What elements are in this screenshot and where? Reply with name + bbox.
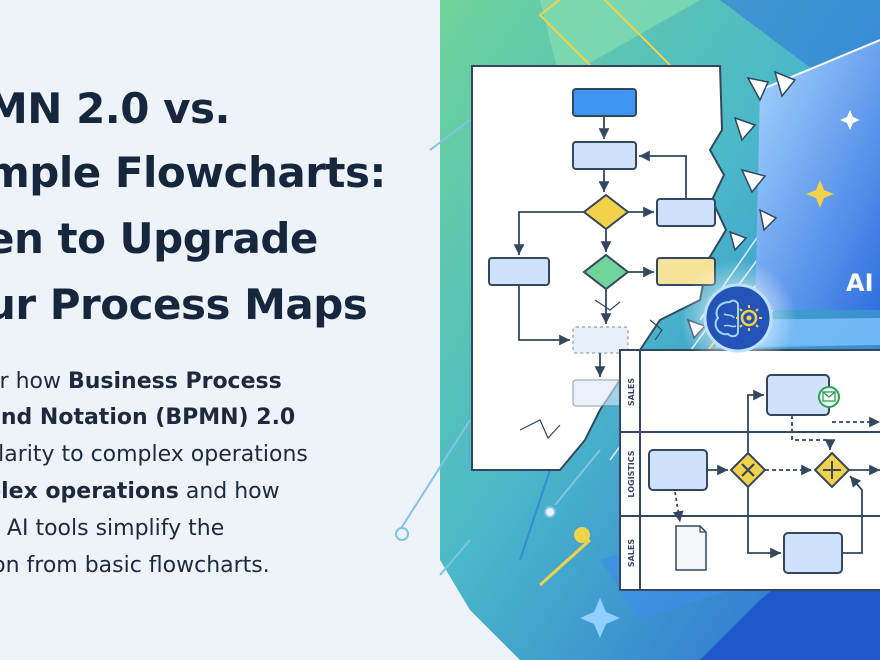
flow-process-box	[488, 257, 550, 286]
headline-line-2: mple Flowcharts:	[0, 148, 386, 197]
sparkle-icon	[840, 110, 860, 130]
headline-line-3: en to Upgrade	[0, 214, 318, 263]
simple-flowchart	[471, 65, 797, 471]
flow-process-box	[656, 198, 716, 227]
sparkle-icon	[580, 598, 620, 638]
document-icon	[675, 525, 707, 571]
bpmn-task	[783, 532, 843, 574]
body-line-5: n AI tools simplify the	[0, 516, 225, 541]
body-line-4: olex operations and how	[0, 479, 280, 504]
body-line-1: er how Business Process	[0, 369, 282, 394]
bpmn-task	[648, 449, 708, 491]
body-line-6: ion from basic flowcharts.	[0, 553, 270, 578]
sparkle-icon	[806, 180, 834, 208]
flow-process-box	[572, 141, 637, 170]
bpmn-swimlane-diagram	[619, 349, 880, 591]
brain-gear-icon	[703, 283, 773, 353]
headline-line-1: MN 2.0 vs.	[0, 84, 230, 133]
headline-line-4: ur Process Maps	[0, 280, 368, 329]
body-line-2: and Notation (BPMN) 2.0	[0, 405, 296, 430]
flow-start-box	[572, 88, 637, 117]
body-line-3: clarity to complex operations	[0, 442, 308, 467]
